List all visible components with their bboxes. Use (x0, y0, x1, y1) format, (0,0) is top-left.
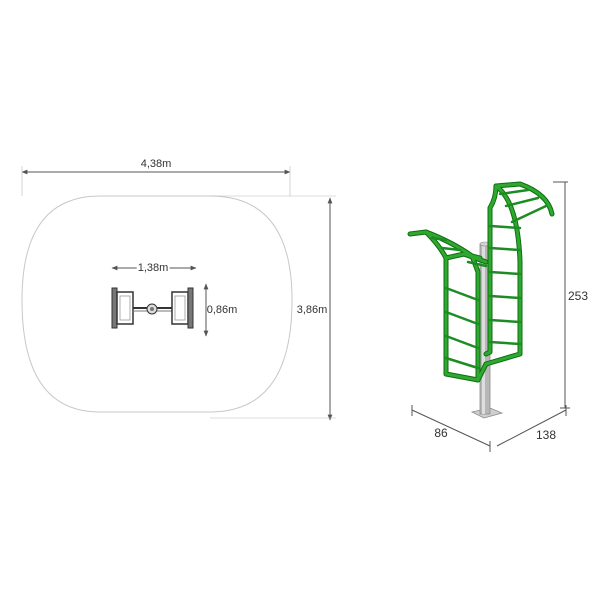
height-label: 253 (568, 289, 588, 303)
equipment-top-view (111, 287, 194, 329)
depth-label: 86 (434, 426, 448, 440)
width-dimension-line (496, 409, 567, 447)
unit-depth-label: 0,86m (207, 304, 238, 316)
safety-zone-outline (21, 195, 293, 413)
overall-width-label: 4,38m (141, 158, 172, 170)
unit-width-label: 1,38m (138, 262, 169, 274)
width-label: 138 (536, 428, 556, 442)
isometric-view: 253 86 138 (407, 181, 588, 452)
climbing-frame (407, 181, 555, 383)
depth-dimension-line (411, 409, 491, 447)
overall-depth-label: 3,86m (297, 304, 328, 316)
plan-view: 4,38m 3,86m 1,38m 0,86m (21, 158, 336, 421)
